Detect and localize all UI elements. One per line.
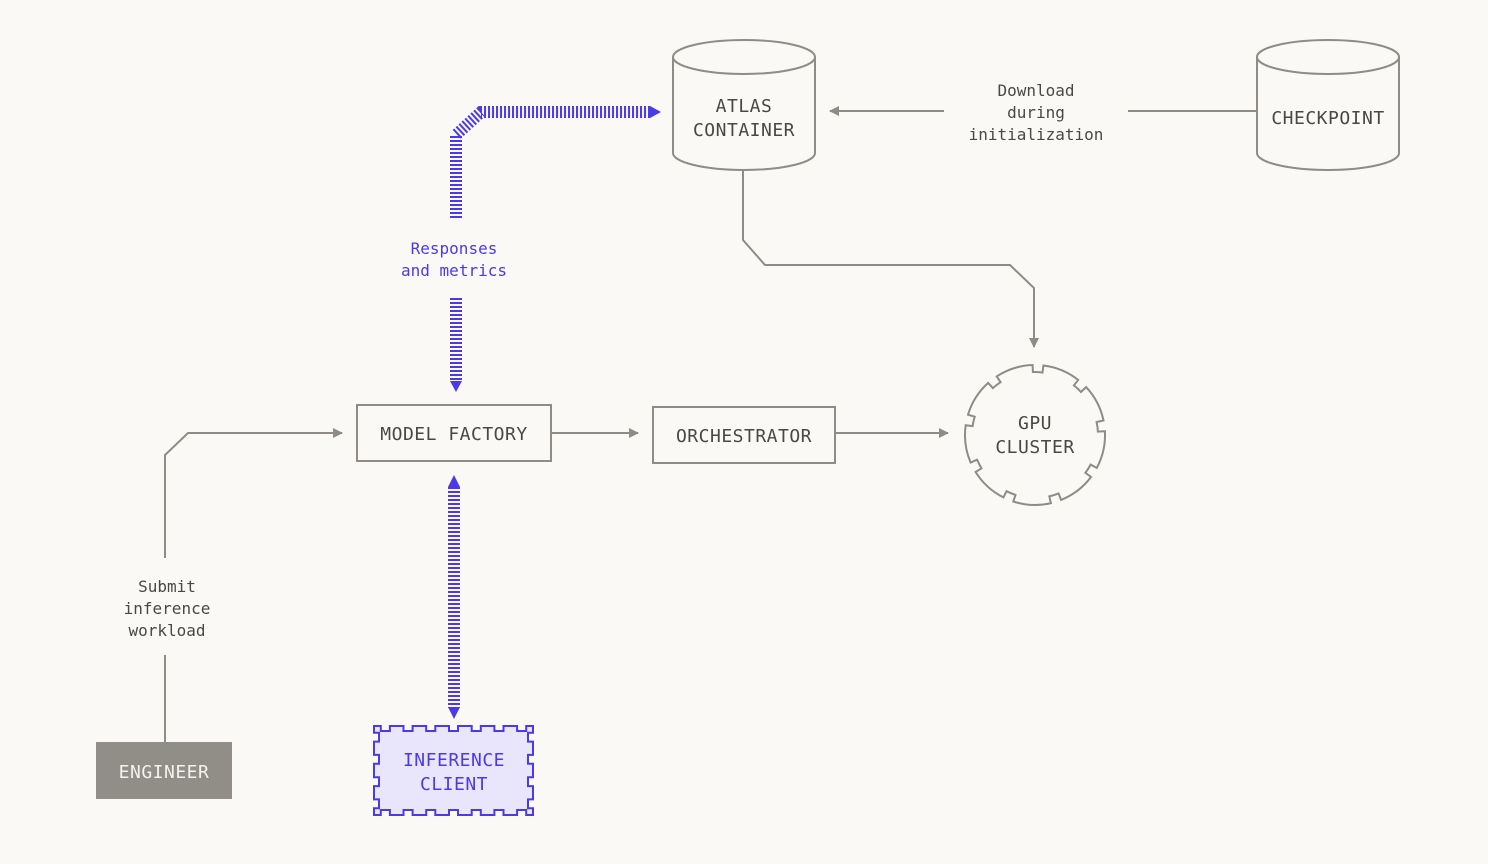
responses-label-1: Responses [411,239,498,258]
arrowhead-atlas [650,106,661,118]
model-factory-node[interactable]: MODEL FACTORY [356,404,552,462]
gpu-cluster-label-1: GPU [1018,413,1052,434]
download-label-3: initialization [969,125,1104,144]
arrowhead-factory-top [450,381,462,392]
arrowhead-client [448,707,460,719]
orchestrator-label: ORCHESTRATOR [676,426,812,447]
inference-client-label-2: CLIENT [420,774,488,795]
orchestrator-box [652,406,836,464]
checkpoint-top [1256,39,1400,75]
submit-label-1: Submit [138,577,196,596]
submit-edge-label: Submit inference workload [124,577,211,640]
checkpoint-cylinder [1256,57,1400,171]
model-factory-box [356,404,552,462]
orchestrator-node[interactable]: ORCHESTRATOR [652,406,836,464]
edge-responses-to-atlas [450,106,650,218]
edge-atlas-to-gpu [742,170,1039,348]
submit-label-2: inference [124,599,211,618]
submit-label-3: workload [128,621,205,640]
engineer-node[interactable]: ENGINEER [96,742,232,799]
atlas-container-top [672,39,816,75]
gpu-cluster-gear [964,363,1106,506]
model-factory-label: MODEL FACTORY [380,424,527,445]
gpu-cluster-node[interactable]: GPU CLUSTER [964,363,1106,506]
checkpoint-node[interactable]: CHECKPOINT [1256,39,1400,171]
gpu-cluster-label-2: CLUSTER [995,437,1074,458]
inference-client-label-1: INFERENCE [403,750,505,771]
checkpoint-label: CHECKPOINT [1271,108,1384,129]
edge-submit-to-factory [164,428,343,558]
download-label-2: during [1007,103,1065,122]
download-edge-label: Download during initialization [969,81,1104,144]
atlas-container-cylinder [672,57,816,171]
inference-client-node[interactable]: INFERENCE CLIENT [373,725,534,816]
engineer-label: ENGINEER [119,762,210,783]
blue-arrowheads [448,106,661,719]
responses-label-2: and metrics [401,261,507,280]
atlas-container-label-1: ATLAS [716,96,773,117]
engineer-box [96,742,232,799]
atlas-container-node[interactable]: ATLAS CONTAINER [672,39,816,171]
inference-client-box [373,725,534,816]
arrowhead-factory-bottom [448,475,460,487]
responses-edge-label: Responses and metrics [401,239,507,280]
atlas-container-label-2: CONTAINER [693,120,795,141]
download-label-1: Download [997,81,1074,100]
